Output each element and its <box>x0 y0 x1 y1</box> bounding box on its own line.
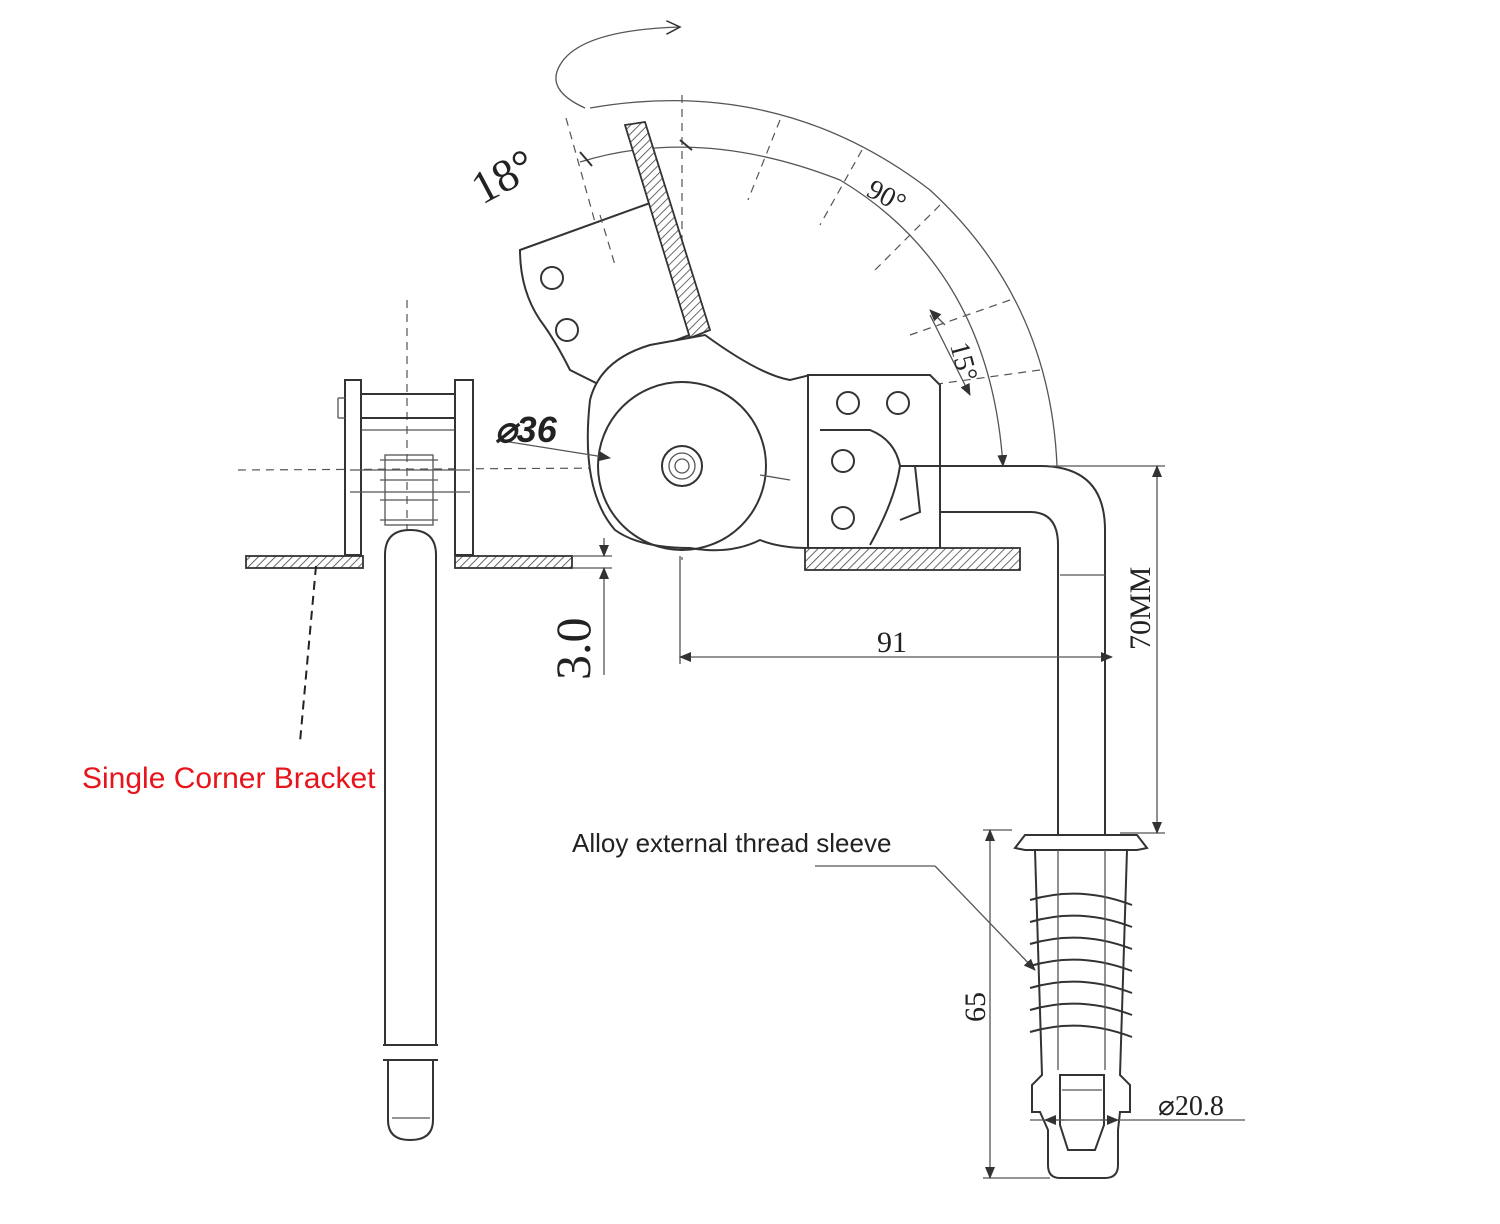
height-70mm-label: 70MM <box>1124 567 1157 650</box>
fixed-leaf-bracket <box>804 374 1106 835</box>
single-corner-bracket-label: Single Corner Bracket <box>82 762 376 795</box>
angle-15-label: 15° <box>943 339 983 385</box>
thickness-3-label: 3.0 <box>545 618 601 681</box>
diameter-20-8-label: ⌀20.8 <box>1158 1091 1224 1122</box>
bracket-leader-line <box>299 565 317 743</box>
dimension-91 <box>679 556 1113 664</box>
length-65-label: 65 <box>959 992 992 1022</box>
length-91-label: 91 <box>877 626 907 659</box>
thread-sleeve <box>1013 834 1149 1179</box>
dimension-36 <box>496 439 791 481</box>
sleeve-leader <box>815 865 1036 971</box>
dimension-65 <box>983 829 1050 1179</box>
diameter-36-label: ⌀36 <box>495 409 558 450</box>
hinge-knuckle <box>586 333 812 552</box>
alloy-sleeve-label: Alloy external thread sleeve <box>572 828 891 858</box>
angle-90-label: 90° <box>862 174 911 220</box>
angle-scale <box>555 27 1058 467</box>
dimension-70 <box>1050 465 1165 834</box>
angle-18-label: 18° <box>463 139 544 214</box>
side-view-bracket <box>245 379 612 1142</box>
rotated-leaf-bracket <box>518 120 712 387</box>
